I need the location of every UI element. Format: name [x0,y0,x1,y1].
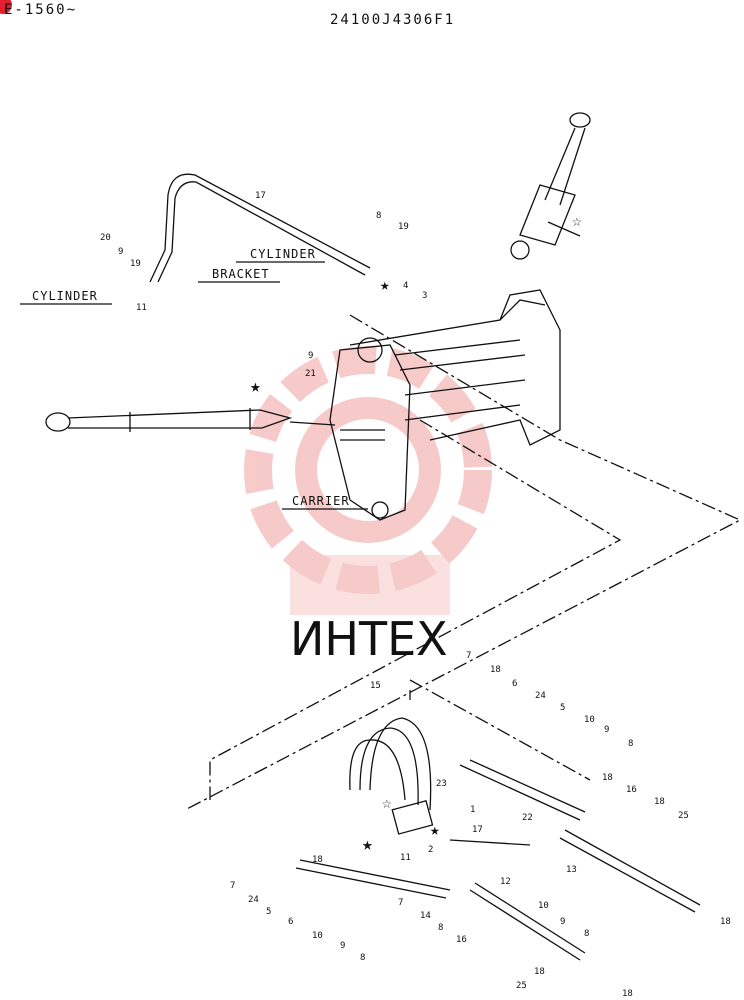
callout: 10 [538,901,549,911]
callout: 17 [472,825,483,835]
callout: 25 [516,981,527,991]
callout-numbers: 17 8 19 20 9 19 11 4 3 9 21 15 7 18 6 24… [100,191,731,999]
callout: 10 [584,715,595,725]
cylinder-upper-right [510,112,591,260]
watermark-text: ИНТЕХ [290,612,448,666]
callout: 18 [622,989,633,999]
callout: 4 [403,281,408,291]
callout: 18 [312,855,323,865]
valve-hose-assembly [295,717,701,961]
callout: 8 [376,211,381,221]
callout: 18 [654,797,665,807]
star-circled-mark: ★ [250,376,261,397]
callout: 9 [560,917,565,927]
callout: 2 [428,845,433,855]
watermark-logo [244,346,492,615]
callout: 25 [678,811,689,821]
callout: 15 [370,681,381,691]
callout: 1 [470,805,475,815]
callout: 19 [130,259,141,269]
callout: 5 [560,703,565,713]
cylinder-left [45,408,336,432]
callout: 18 [602,773,613,783]
callout: 23 [436,779,447,789]
connection-lines [184,314,742,811]
star-mark: ★ [380,275,390,294]
label-cylinder-upper: CYLINDER [250,247,316,261]
label-carrier: CARRIER [292,494,350,508]
callout: 20 [100,233,111,243]
callout: 8 [584,929,589,939]
callout: 9 [118,247,123,257]
callout: 21 [305,369,316,379]
callout: 14 [420,911,431,921]
callout: 18 [534,967,545,977]
callout: 17 [255,191,266,201]
callout: 18 [720,917,731,927]
callout: 19 [398,222,409,232]
callout: 9 [604,725,609,735]
star-outline-mark: ☆ [572,211,582,230]
callout: 24 [248,895,259,905]
callout: 10 [312,931,323,941]
hydraulic-pipe-upper [149,173,371,283]
callout: 11 [400,853,411,863]
callout: 8 [628,739,633,749]
star-outline-mark: ☆ [382,793,392,812]
label-bracket: BRACKET [212,267,270,281]
callout: 16 [626,785,637,795]
callout: 11 [136,303,147,313]
callout: 7 [466,651,471,661]
star-circled-mark: ★ [362,834,373,855]
callout: 12 [500,877,511,887]
callout: 8 [360,953,365,963]
callout: 18 [490,665,501,675]
carrier-frame [329,289,561,521]
callout: 5 [266,907,271,917]
part-number: 24100J4306F1 [330,12,456,28]
callout: 7 [230,881,235,891]
callout: 9 [308,351,313,361]
callout: 3 [422,291,427,301]
callout: 7 [398,898,403,908]
callout: 6 [512,679,517,689]
callout: 8 [438,923,443,933]
callout: 22 [522,813,533,823]
callout: 16 [456,935,467,945]
serial-range: E-1560~ [4,2,78,18]
callout: 13 [566,865,577,875]
red-corner-mark [0,0,12,14]
label-cylinder-left: CYLINDER [32,289,98,303]
callout: 24 [535,691,546,701]
callout: 6 [288,917,293,927]
callout: 9 [340,941,345,951]
star-mark: ★ [430,820,440,839]
